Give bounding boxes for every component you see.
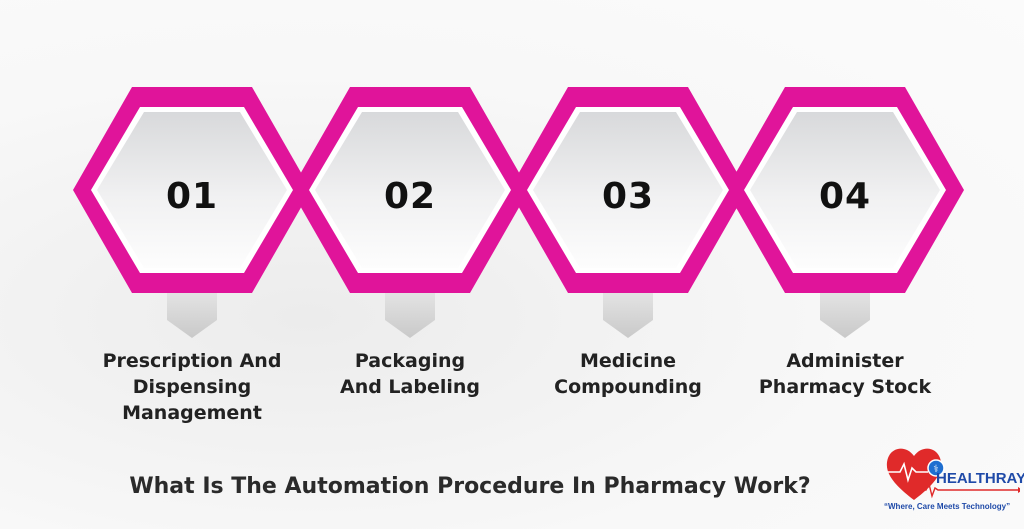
step-1-label: Prescription And Dispensing Management: [82, 348, 302, 426]
step-4-label: Administer Pharmacy Stock: [735, 348, 955, 400]
logo-tagline: “Where, Care Meets Technology”: [884, 502, 1011, 511]
step-2-label: Packaging And Labeling: [300, 348, 520, 400]
step-1-label-line: Prescription And: [102, 350, 282, 372]
logo-name: HEALTHRAY: [936, 470, 1024, 487]
step-2-number: 02: [383, 176, 437, 217]
step-4-label-line: Pharmacy Stock: [758, 376, 932, 398]
step-1-label-line: Management: [122, 402, 262, 424]
step-1-label-line: Dispensing: [132, 376, 252, 398]
step-3-label: Medicine Compounding: [518, 348, 738, 400]
hexagon-inner: [91, 107, 946, 273]
step-1-number: 01: [165, 176, 219, 217]
step-2-label-line: Packaging: [354, 350, 466, 372]
healthray-logo: ⚕ HEALTHRAY “Where, Care Meets Technolog…: [880, 442, 1024, 522]
step-3-label-line: Compounding: [554, 376, 702, 398]
step-4-number: 04: [818, 176, 872, 217]
step-3-label-line: Medicine: [579, 350, 677, 372]
step-4-label-line: Administer: [786, 350, 904, 372]
svg-text:⚕: ⚕: [933, 464, 938, 475]
page-title: What Is The Automation Procedure In Phar…: [129, 474, 811, 499]
hexagon-chain: [73, 87, 964, 338]
step-2-label-line: And Labeling: [339, 376, 480, 398]
stem-connectors: [167, 292, 870, 338]
heart-pulse-icon: ⚕: [886, 448, 1023, 500]
step-3-number: 03: [601, 176, 655, 217]
